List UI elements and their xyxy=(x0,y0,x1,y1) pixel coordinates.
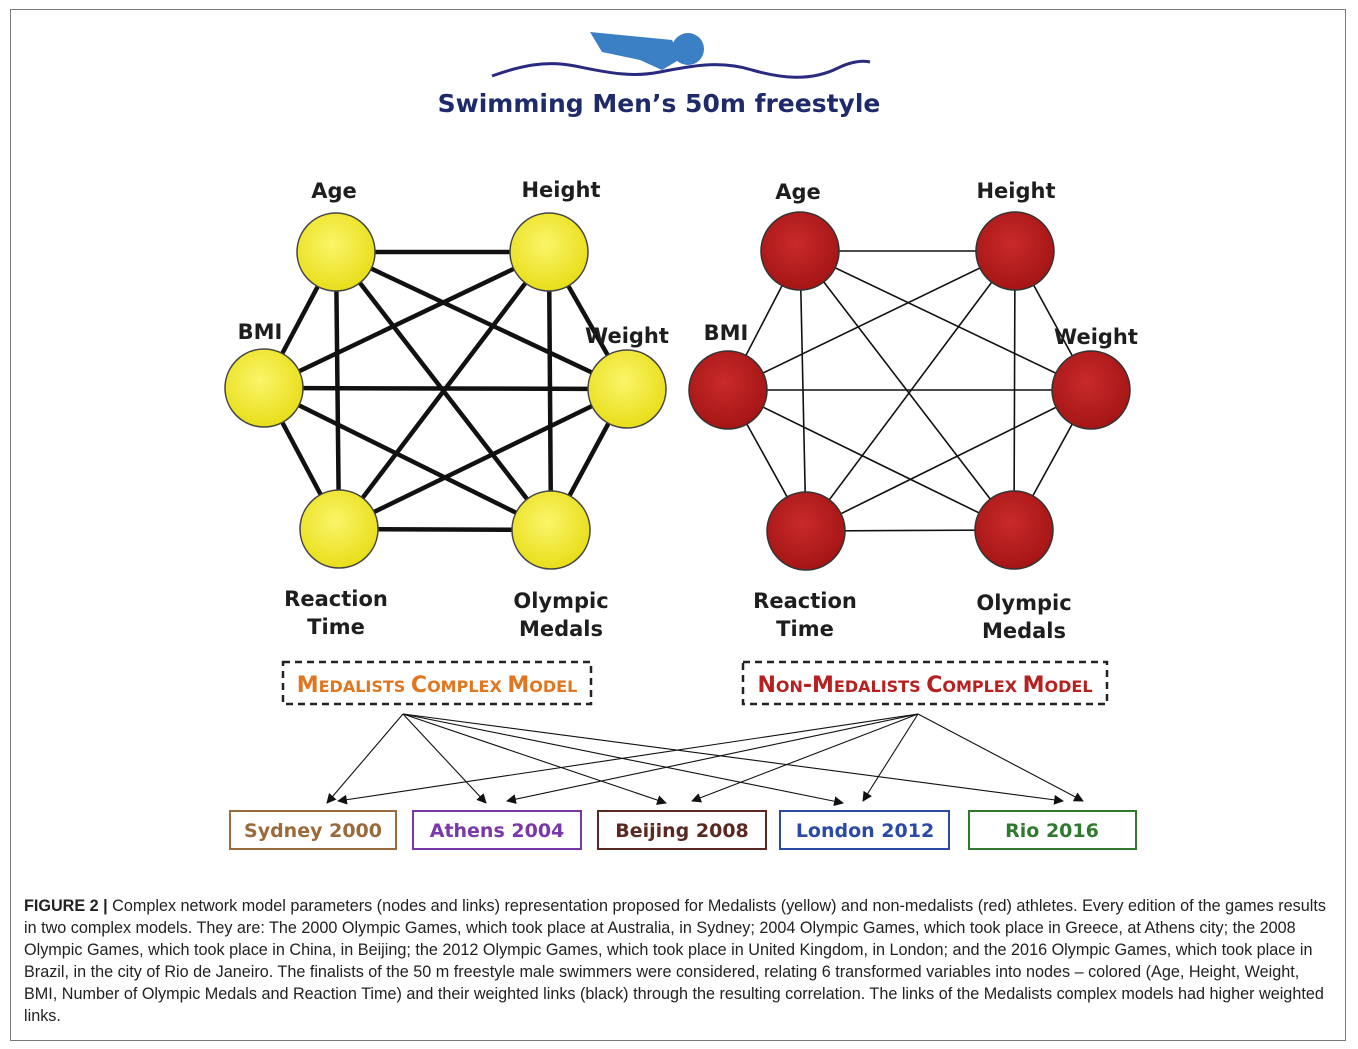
network-link xyxy=(263,249,550,391)
node-age xyxy=(296,212,376,292)
model-arrow xyxy=(691,713,919,803)
label-reaction-1: Reaction xyxy=(753,589,857,613)
model-arrow xyxy=(402,713,1064,805)
node-reaction-time xyxy=(766,491,846,571)
game-london: London 2012 xyxy=(779,810,950,850)
game-label: Beijing 2008 xyxy=(615,820,749,842)
node-reaction-time xyxy=(299,489,379,569)
game-label: Sydney 2000 xyxy=(244,820,382,842)
game-sydney: Sydney 2000 xyxy=(229,810,397,850)
node-bmi xyxy=(224,348,304,428)
label-olympic-2: Medals xyxy=(519,617,603,641)
medalists-network: Age Height Weight BMI Reaction Time Olym… xyxy=(224,178,669,641)
figure-title: Swimming Men’s 50m freestyle xyxy=(438,89,881,118)
label-olympic-2: Medals xyxy=(982,619,1066,643)
caption-text: Complex network model parameters (nodes … xyxy=(24,897,1326,1025)
non-medalists-network: Age Height Weight BMI Reaction Time Olym… xyxy=(688,179,1138,643)
swimmer-logo xyxy=(491,32,871,79)
game-box xyxy=(229,810,397,850)
game-beijing: Beijing 2008 xyxy=(597,810,767,850)
node-age xyxy=(760,211,840,291)
label-age: Age xyxy=(311,179,357,203)
label-bmi: BMI xyxy=(238,320,283,344)
network-link xyxy=(805,389,1092,532)
non-medalists-model-title: NON-MEDALISTS COMPLEX MODEL xyxy=(757,673,1092,698)
game-box xyxy=(968,810,1137,850)
model-to-game-arrows xyxy=(326,713,1084,807)
game-rio: Rio 2016 xyxy=(968,810,1137,850)
network-link xyxy=(727,250,1016,391)
label-height: Height xyxy=(521,178,600,202)
model-arrow xyxy=(337,713,919,805)
medalists-links xyxy=(262,249,629,533)
network-link xyxy=(263,385,628,392)
node-olympic-medals xyxy=(974,490,1054,570)
label-olympic-1: Olympic xyxy=(976,591,1071,615)
model-arrow xyxy=(506,713,919,804)
model-arrow xyxy=(326,713,404,804)
node-weight xyxy=(1051,350,1131,430)
label-reaction-2: Time xyxy=(307,615,365,639)
label-weight: Weight xyxy=(585,324,669,348)
network-link xyxy=(805,250,1016,532)
network-link xyxy=(333,251,342,530)
model-arrow xyxy=(917,713,1084,802)
label-age: Age xyxy=(775,180,821,204)
network-link xyxy=(335,249,628,392)
node-height xyxy=(509,212,589,292)
non-medalists-model-box xyxy=(741,660,1109,706)
model-arrow xyxy=(862,713,919,802)
label-bmi: BMI xyxy=(704,321,749,345)
game-athens: Athens 2004 xyxy=(412,810,582,850)
label-height: Height xyxy=(976,179,1055,203)
node-bmi xyxy=(688,350,768,430)
medalists-model-box xyxy=(281,660,593,706)
game-label: Rio 2016 xyxy=(1005,820,1099,842)
game-label: Athens 2004 xyxy=(430,820,565,842)
network-link xyxy=(799,250,1092,391)
medalists-model-title: MEDALISTS COMPLEX MODEL xyxy=(297,673,578,698)
label-weight: Weight xyxy=(1054,325,1138,349)
game-box xyxy=(597,810,767,850)
network-link xyxy=(727,389,1015,531)
label-reaction-2: Time xyxy=(776,617,834,641)
node-olympic-medals xyxy=(511,490,591,570)
figure-frame xyxy=(10,9,1346,1041)
swimmer-head-icon xyxy=(672,33,704,65)
model-arrow xyxy=(402,713,667,805)
game-label: London 2012 xyxy=(796,820,934,842)
label-olympic-1: Olympic xyxy=(513,589,608,613)
caption-label: FIGURE 2 | xyxy=(24,897,108,915)
network-diagram: Swimming Men’s 50m freestyle Age Height … xyxy=(224,32,1138,850)
network-link xyxy=(338,386,628,532)
node-weight xyxy=(587,349,667,429)
node-height xyxy=(975,211,1055,291)
model-arrow xyxy=(402,713,487,804)
figure-caption: FIGURE 2 | Complex network model paramet… xyxy=(24,895,1334,1027)
label-reaction-1: Reaction xyxy=(284,587,388,611)
non-medalists-links xyxy=(727,250,1092,532)
game-box xyxy=(779,810,950,850)
game-box xyxy=(412,810,582,850)
network-link xyxy=(799,250,807,532)
network-link xyxy=(263,385,552,533)
